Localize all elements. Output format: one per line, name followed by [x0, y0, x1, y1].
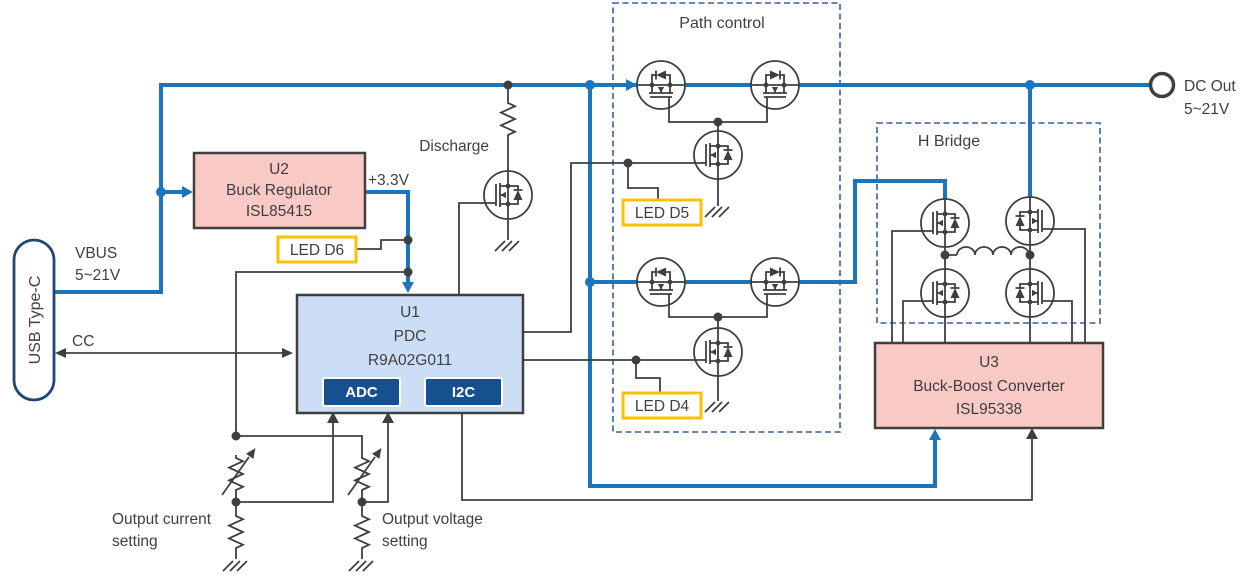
hbridge-mosfet-bottom-left: [920, 268, 970, 318]
usb-type-c-label: USB Type-C: [27, 276, 44, 365]
i2c-wire: [461, 413, 1033, 501]
v33-wire: [365, 190, 410, 283]
v33-label: +3.3V: [368, 172, 410, 189]
usb-type-c-body: [12, 238, 56, 402]
voltage-setting-ground: [348, 560, 374, 572]
u1-adc-label: ADC: [345, 384, 378, 401]
dc-out-terminal: DC Out 5~21V: [1148, 71, 1236, 118]
current-setting-resistor: [228, 512, 244, 552]
voltage-setting-pot: [347, 444, 387, 496]
u1-i2c-subblock: [424, 377, 503, 407]
u1-ref: U1: [400, 304, 420, 321]
dc-out-label: DC Out: [1184, 78, 1236, 95]
hbridge-mosfet-top-left: [920, 198, 970, 248]
text-labels: VBUS 5~21V CC +3.3V Discharge Output cur…: [72, 138, 489, 550]
h-bridge-group: H Bridge: [876, 122, 1101, 324]
vbus-voltage-label: 5~21V: [75, 267, 121, 284]
u3-buck-boost-block: U3 Buck-Boost Converter ISL95338: [873, 341, 1105, 430]
h-bridge-title: H Bridge: [918, 133, 980, 150]
inductor: [945, 246, 1030, 256]
u2-buck-regulator-block: U2 Buck Regulator ISL85415: [192, 151, 367, 230]
led-d6-box: [276, 235, 358, 264]
arrowheads: [55, 79, 1038, 440]
led-d5-label: LED D5: [635, 205, 689, 222]
usb-type-c-connector: USB Type-C: [12, 238, 56, 402]
u3-name: Buck-Boost Converter: [913, 378, 1065, 395]
voltage-setting-resistor: [354, 512, 370, 552]
path2-series-mosfet-a: [636, 257, 686, 307]
u1-part: R9A02G011: [368, 352, 452, 369]
path-control-border: [612, 2, 841, 433]
path2-shunt-mosfet: [693, 327, 743, 377]
led-d4-label: LED D4: [635, 398, 690, 415]
u2-ref: U2: [269, 161, 289, 178]
hbridge-mosfet-bottom-right: [1005, 268, 1055, 318]
output-voltage-label-1: Output voltage: [382, 511, 483, 528]
u2-part: ISL85415: [246, 203, 312, 220]
led-d6-wire: [356, 239, 404, 250]
hbridge-mosfet-top-right: [1005, 196, 1055, 246]
led-d5-wire: [627, 163, 659, 200]
output-voltage-label-2: setting: [382, 533, 428, 550]
led-d4-tag: LED D4: [621, 391, 703, 420]
junction-dots: [156, 80, 1035, 507]
u1-adc-subblock: [322, 377, 401, 407]
hbridge-gate-wires: [891, 228, 1086, 343]
led-d4-box: [621, 391, 703, 420]
vbus-label: VBUS: [75, 245, 117, 262]
led-d5-tag: LED D5: [621, 198, 703, 227]
path1-ground: [704, 206, 730, 218]
u3-part: ISL95338: [956, 401, 1022, 418]
u3-ref: U3: [979, 354, 999, 371]
adc-voltage-wire: [362, 416, 389, 503]
discharge-ground: [494, 240, 520, 252]
path-control-title: Path control: [679, 15, 764, 32]
voltage-pot-feed-wire: [236, 435, 363, 455]
u3-body: [873, 341, 1105, 430]
path-control-group: Path control: [612, 2, 841, 433]
discharge-mosfet: [483, 170, 533, 220]
led-d6-label: LED D6: [290, 242, 344, 259]
path2-ground: [704, 401, 730, 413]
dc-out-voltage: 5~21V: [1184, 101, 1230, 118]
current-setting-ground: [222, 560, 248, 572]
u1-i2c-label: I2C: [452, 384, 476, 401]
output-current-label-2: setting: [112, 533, 158, 550]
current-setting-pot: [221, 444, 261, 496]
u1-name: PDC: [394, 328, 427, 345]
led-d6-tag: LED D6: [276, 235, 358, 264]
setting-rail-wire: [235, 271, 408, 436]
path1-series-mosfet-b: [750, 60, 800, 110]
discharge-resistor: [500, 99, 516, 139]
u2-name: Buck Regulator: [226, 182, 332, 199]
discharge-gate-wire: [458, 202, 484, 294]
output-current-label-1: Output current: [112, 511, 212, 528]
path2-series-mosfet-b: [750, 257, 800, 307]
u1-pdc-block: U1 PDC R9A02G011 ADC I2C: [295, 293, 525, 415]
led-d5-box: [621, 198, 703, 227]
u2-body: [192, 151, 367, 230]
discharge-label: Discharge: [419, 138, 489, 155]
path1-series-mosfet-a: [636, 60, 686, 110]
h-bridge-border: [876, 122, 1101, 324]
dc-out-circle: [1148, 71, 1176, 99]
adc-current-wire: [236, 416, 334, 503]
led-d4-wire: [635, 360, 661, 393]
cc-label: CC: [72, 333, 94, 350]
path1-shunt-mosfet: [693, 130, 743, 180]
